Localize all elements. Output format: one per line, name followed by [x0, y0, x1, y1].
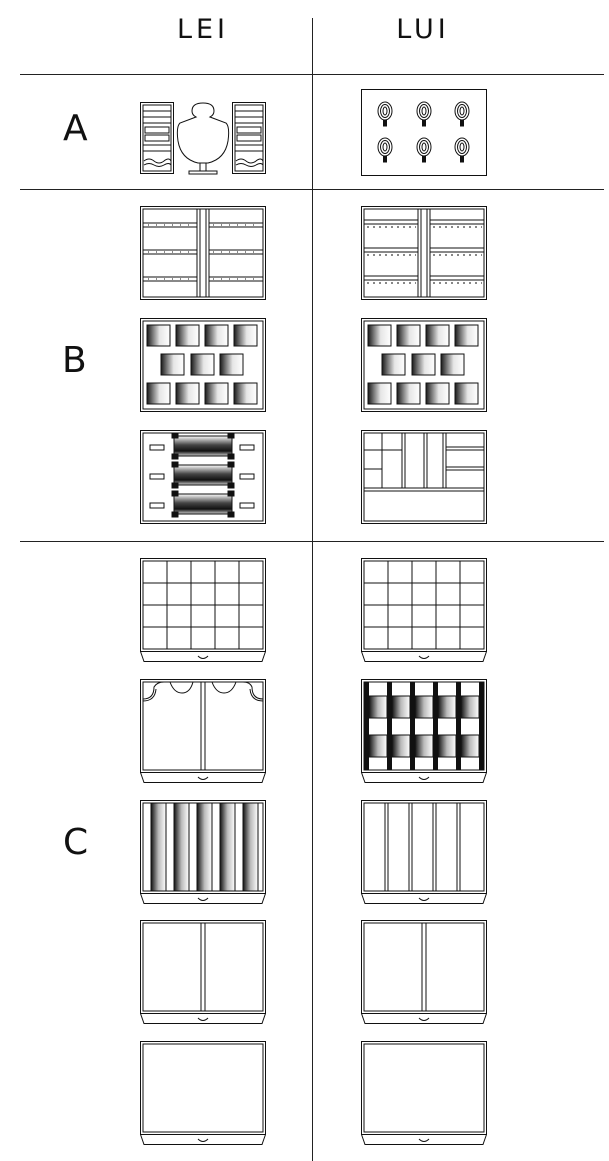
open-drawer-illustration: [361, 1041, 487, 1145]
grid-drawer-illustration: [140, 558, 266, 662]
strip-drawer-illustration: [140, 800, 266, 904]
checkered-drawer-illustration: [361, 679, 487, 783]
header-rule: [20, 74, 604, 75]
watch-display-illustration: [361, 89, 487, 176]
column-header-lei: LEI: [176, 14, 230, 45]
ring-box-tray-illustration: [361, 318, 487, 412]
bracelet-roll-tray-illustration: [140, 430, 266, 524]
section-label-a: A: [63, 108, 88, 149]
section-label-b: B: [62, 340, 87, 381]
grid-drawer-illustration: [361, 558, 487, 662]
column-divider: [312, 18, 313, 1161]
section-a-rule: [20, 189, 604, 190]
split-drawer-illustration: [140, 920, 266, 1024]
split-drawer-illustration: [361, 920, 487, 1024]
cufflink-bar-tray-illustration: [361, 206, 487, 300]
section-b-rule: [20, 541, 604, 542]
ring-box-tray-illustration: [140, 318, 266, 412]
column-header-lui: LUI: [396, 14, 450, 45]
section-label-c: C: [63, 822, 89, 863]
open-drawer-illustration: [140, 1041, 266, 1145]
necklace-drawer-illustration: [140, 679, 266, 783]
compartment-tray-illustration: [361, 430, 487, 524]
earring-bar-tray-illustration: [140, 206, 266, 300]
necklace-display-illustration: [140, 101, 266, 175]
strip-drawer-illustration: [361, 800, 487, 904]
